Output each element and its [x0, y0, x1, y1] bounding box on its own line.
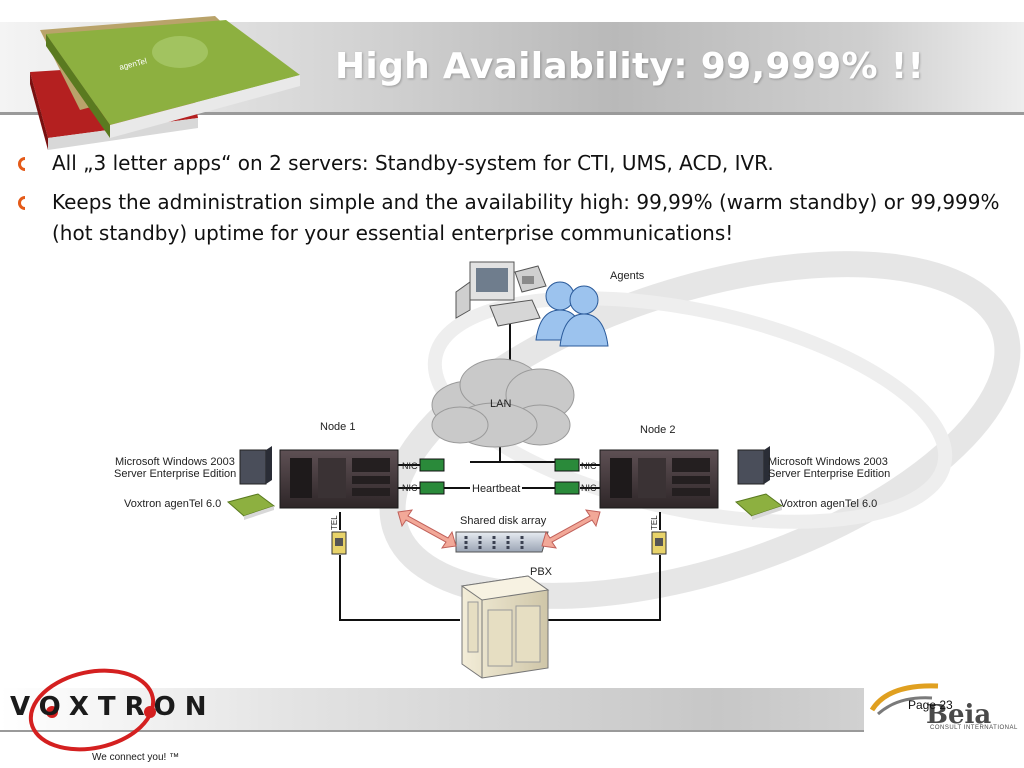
- tel-connector-icon: [331, 531, 347, 555]
- page-title: High Availability: 99,999% !!: [335, 46, 925, 87]
- nic-label: NIC: [581, 461, 597, 471]
- voxtron-logo: VOXTRON: [10, 692, 216, 722]
- bullet-item: All „3 letter apps“ on 2 servers: Standb…: [18, 148, 1008, 179]
- pbx-label: PBX: [530, 566, 553, 578]
- server-node-1-icon: [279, 449, 399, 509]
- nic-label: NIC: [581, 483, 597, 493]
- nic-label: NIC: [402, 483, 418, 493]
- voxtron-logo-ring-icon: [28, 668, 156, 752]
- disk-array-icon: [455, 531, 549, 553]
- bullet-text: All „3 letter apps“ on 2 servers: Standb…: [52, 151, 774, 175]
- agentel-label-right: Voxtron agenTel 6.0: [780, 498, 877, 510]
- windows-server-box-icon: [737, 446, 770, 485]
- workstation-icon: [455, 261, 541, 327]
- bullet-list: All „3 letter apps“ on 2 servers: Standb…: [18, 148, 1008, 257]
- tel-connector-icon: [651, 531, 667, 555]
- page-number: Page 23: [908, 698, 953, 712]
- double-arrow-right-icon: [541, 509, 601, 549]
- windows-server-box-icon: [239, 446, 272, 485]
- nic-card-icon: [554, 458, 580, 472]
- nic-card-icon: [554, 481, 580, 495]
- bullet-item: Keeps the administration simple and the …: [18, 187, 1008, 249]
- heartbeat-label: Heartbeat: [472, 483, 520, 495]
- tagline: We connect you! ™: [92, 752, 180, 763]
- bullet-text: Keeps the administration simple and the …: [52, 190, 1000, 245]
- product-box-icon: agenTel: [30, 16, 300, 150]
- os-label-right-line1: Microsoft Windows 2003: [768, 456, 888, 468]
- pbx-cabinet-icon: [460, 575, 550, 679]
- shared-disk-label: Shared disk array: [460, 515, 547, 527]
- node-2-label: Node 2: [640, 424, 675, 436]
- agents-label: Agents: [610, 270, 645, 282]
- node-1-label: Node 1: [320, 421, 355, 433]
- server-node-2-icon: [599, 449, 719, 509]
- partner-logo: Beia: [926, 700, 992, 730]
- agentel-label-left: Voxtron agenTel 6.0: [124, 498, 221, 510]
- double-arrow-left-icon: [397, 509, 457, 549]
- nic-label: NIC: [402, 461, 418, 471]
- os-label-left-line2: Server Enterprise Edition: [114, 468, 236, 480]
- os-label-left-line1: Microsoft Windows 2003: [115, 456, 235, 468]
- heartbeat-label-bg: [470, 481, 522, 495]
- agentel-box-icon: [226, 493, 276, 520]
- nic-card-icon: [419, 481, 445, 495]
- lan-label: LAN: [490, 398, 511, 410]
- footer-band: [0, 688, 1024, 732]
- header-divider: [0, 112, 1024, 115]
- footer-divider: [0, 730, 1024, 732]
- lan-cloud-icon: [431, 358, 575, 448]
- tel-label: TEL: [650, 515, 659, 530]
- tel-label: TEL: [330, 515, 339, 530]
- telephone-icon: [514, 265, 547, 293]
- os-label-right-line2: Server Enterprise Edition: [768, 468, 890, 480]
- agents-icon: [535, 281, 609, 347]
- beia-swoosh-icon: [869, 683, 939, 716]
- bullet-marker-icon: [18, 196, 25, 210]
- partner-logo-subtitle: CONSULT INTERNATIONAL: [930, 725, 1018, 731]
- bullet-marker-icon: [18, 157, 25, 171]
- agentel-box-icon: [734, 493, 784, 520]
- nic-card-icon: [419, 458, 445, 472]
